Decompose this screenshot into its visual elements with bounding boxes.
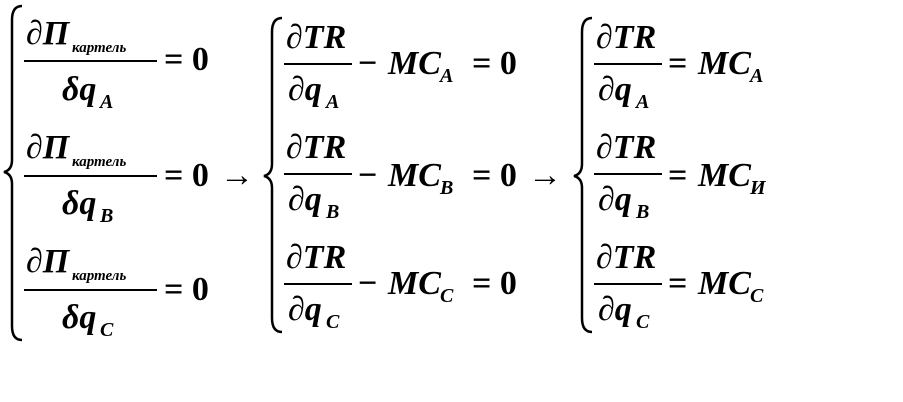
arrow-right-icon: → xyxy=(528,157,562,194)
system-3-row-3: ∂TR ∂q С = MC С xyxy=(594,239,764,333)
marginal-cost-subscript: В xyxy=(439,177,453,199)
system-3-row-1: ∂TR ∂q А = MC А xyxy=(594,19,763,113)
denominator-main: ∂q xyxy=(288,181,322,218)
numerator-subscript: картель xyxy=(72,40,126,56)
denominator-main: δq xyxy=(62,299,96,336)
equals-sign: = xyxy=(668,265,687,302)
numerator: ∂TR xyxy=(596,19,656,56)
system-2-row-2: ∂TR ∂q В − MC В = 0 xyxy=(284,129,517,223)
denominator-subscript: С xyxy=(100,319,114,341)
denominator-main: ∂q xyxy=(598,71,632,108)
denominator-subscript: В xyxy=(99,205,113,227)
equals-zero: = 0 xyxy=(472,265,517,302)
equals-zero: = 0 xyxy=(164,157,209,194)
left-brace-system-2 xyxy=(263,16,283,334)
denominator-subscript: С xyxy=(326,311,340,333)
equals-sign: = xyxy=(668,157,687,194)
equals-zero: = 0 xyxy=(164,271,209,308)
numerator-main: ∂Π xyxy=(26,243,71,280)
denominator-main: δq xyxy=(62,185,96,222)
marginal-cost: MC xyxy=(697,265,751,302)
marginal-cost: MC xyxy=(387,45,441,82)
system-1-row-1: ∂Π картель δq А = 0 xyxy=(24,15,209,113)
marginal-cost-subscript: А xyxy=(438,65,453,87)
denominator-main: ∂q xyxy=(288,71,322,108)
denominator-subscript: А xyxy=(634,91,649,113)
system-2-row-3: ∂TR ∂q С − MC С = 0 xyxy=(284,239,517,333)
numerator: ∂TR xyxy=(286,129,346,166)
numerator-subscript: картель xyxy=(72,154,126,170)
denominator-main: ∂q xyxy=(598,291,632,328)
marginal-cost: MC xyxy=(387,265,441,302)
minus-sign: − xyxy=(358,265,377,302)
system-2-row-1: ∂TR ∂q А − MC А = 0 xyxy=(284,19,517,113)
minus-sign: − xyxy=(358,45,377,82)
numerator: ∂TR xyxy=(286,239,346,276)
system-1-row-2: ∂Π картель δq В = 0 xyxy=(24,129,209,227)
equals-zero: = 0 xyxy=(472,45,517,82)
system-3-row-2: ∂TR ∂q В = MC И xyxy=(594,129,767,223)
marginal-cost: MC xyxy=(697,157,751,194)
minus-sign: − xyxy=(358,157,377,194)
numerator-main: ∂Π xyxy=(26,129,71,166)
left-brace-system-1 xyxy=(3,4,23,342)
marginal-cost-subscript: С xyxy=(440,285,454,307)
marginal-cost-subscript: И xyxy=(749,177,767,199)
denominator-subscript: В xyxy=(635,201,649,223)
equals-zero: = 0 xyxy=(472,157,517,194)
marginal-cost-subscript: С xyxy=(750,285,764,307)
numerator: ∂TR xyxy=(286,19,346,56)
denominator-subscript: В xyxy=(325,201,339,223)
left-brace-system-3 xyxy=(573,16,593,334)
marginal-cost: MC xyxy=(387,157,441,194)
denominator-subscript: А xyxy=(98,91,113,113)
numerator-subscript: картель xyxy=(72,268,126,284)
denominator-main: ∂q xyxy=(288,291,322,328)
denominator-subscript: С xyxy=(636,311,650,333)
numerator: ∂TR xyxy=(596,129,656,166)
system-1-row-3: ∂Π картель δq С = 0 xyxy=(24,243,209,341)
denominator-main: δq xyxy=(62,71,96,108)
marginal-cost-subscript: А xyxy=(748,65,763,87)
numerator: ∂TR xyxy=(596,239,656,276)
equals-zero: = 0 xyxy=(164,41,209,78)
numerator-main: ∂Π xyxy=(26,15,71,52)
equals-sign: = xyxy=(668,45,687,82)
marginal-cost: MC xyxy=(697,45,751,82)
denominator-subscript: А xyxy=(324,91,339,113)
arrow-right-icon: → xyxy=(220,157,254,194)
denominator-main: ∂q xyxy=(598,181,632,218)
